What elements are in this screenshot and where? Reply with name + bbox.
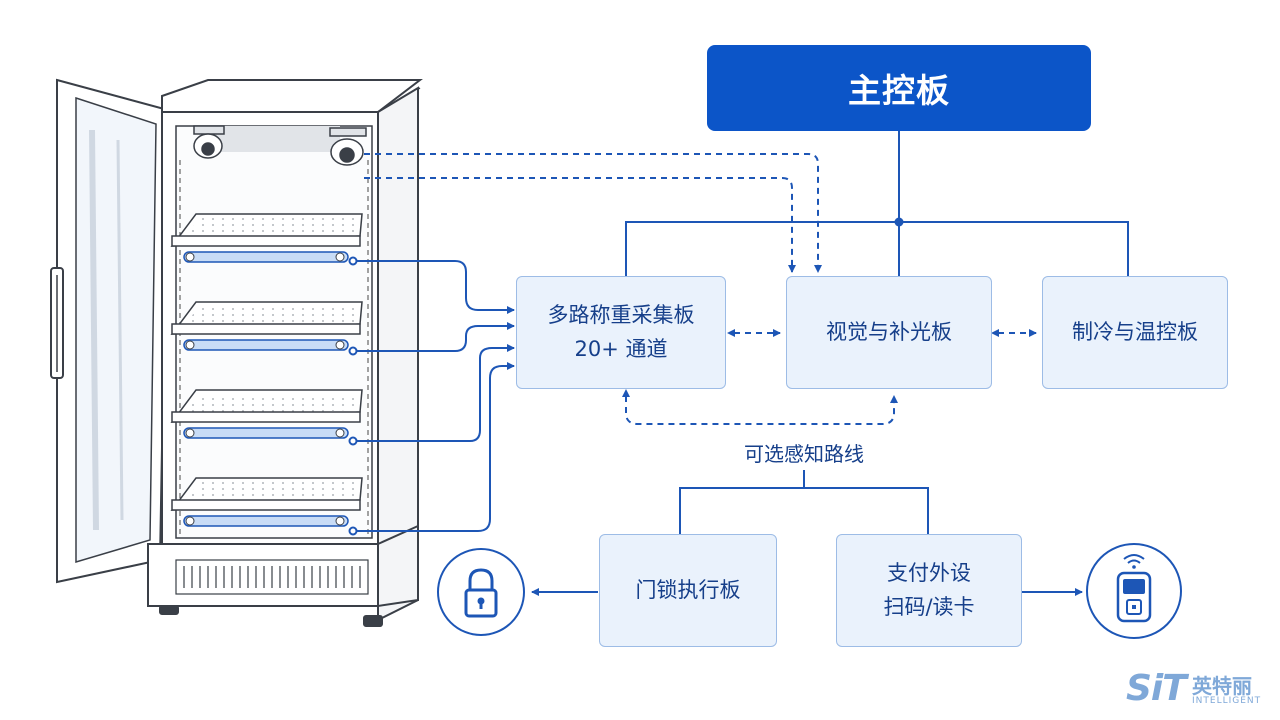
main-board-label: 主控板 [848,71,950,110]
cooling-board: 制冷与温控板 [1042,276,1228,389]
cooling-board-label: 制冷与温控板 [1072,319,1198,344]
camera-icon-left [193,125,225,159]
payment-board-title: 支付外设 [887,560,971,585]
card-reader-icon [1086,543,1182,639]
weight-sensor-icon [183,515,349,527]
weight-connectors [348,256,515,536]
open-door [50,78,170,584]
logo-name-en: INTELLIGENT [1192,696,1262,706]
vision-board: 视觉与补光板 [786,276,992,389]
shelf-4 [170,477,363,527]
board-links [622,329,1037,425]
door-lock-board-label: 门锁执行板 [635,577,741,602]
camera-icon-right [329,127,367,166]
shelf-2 [170,301,363,351]
logo-mark: SiT [1126,668,1187,709]
weight-sensor-icon [183,427,349,439]
optional-route-links [679,470,929,534]
shelf-3 [170,389,363,439]
weighing-board: 多路称重采集板 20+ 通道 [516,276,726,389]
wifi-icon [1123,554,1145,569]
logo-name-cn: 英特丽 [1192,674,1252,698]
door-lock-board: 门锁执行板 [599,534,777,647]
weight-sensor-icon [183,251,349,263]
padlock-icon [437,548,525,636]
vision-board-label: 视觉与补光板 [826,319,952,344]
brand-logo: SiT 英特丽 INTELLIGENT [1126,668,1266,712]
camera-links [364,153,822,273]
cabinet-body [147,79,423,627]
payment-board-subtitle: 扫码/读卡 [883,594,975,619]
weighing-board-title: 多路称重采集板 [547,302,695,327]
main-board-links [625,131,1129,276]
weighing-board-channels: 20+ 通道 [574,336,668,361]
optional-route-label: 可选感知路线 [744,442,864,466]
payment-board: 支付外设 扫码/读卡 [836,534,1022,647]
main-board: 主控板 [707,45,1091,131]
shelf-1 [170,213,363,263]
weight-sensor-icon [183,339,349,351]
